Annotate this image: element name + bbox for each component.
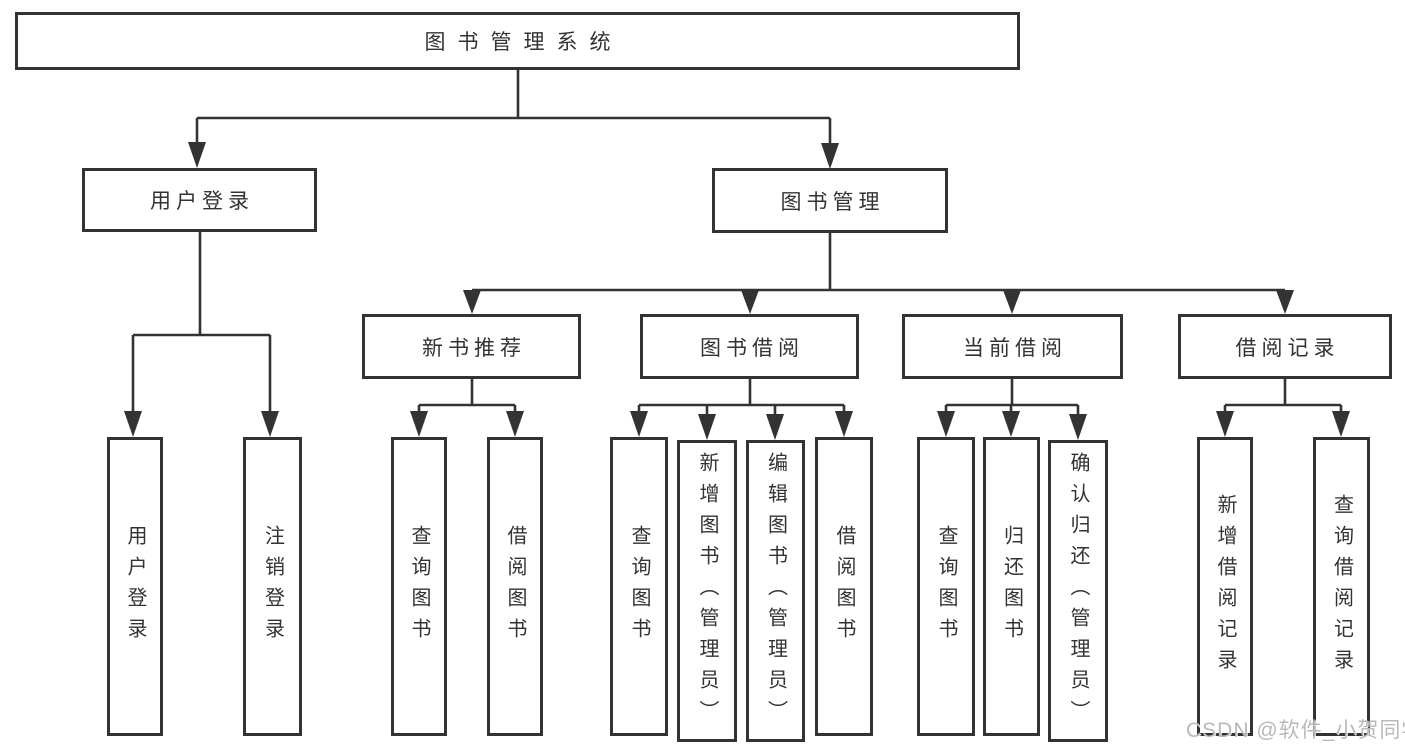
node-label: 图书借阅 bbox=[700, 336, 804, 360]
node-user-login: 用户登录 bbox=[82, 168, 317, 232]
leaf-node-add-book-admin: 新增图书︵管理员︶ bbox=[677, 440, 737, 742]
node-book-borrowing: 图书借阅 bbox=[640, 314, 859, 379]
node-current-borrowing: 当前借阅 bbox=[902, 314, 1123, 379]
leaf-node-borrow-books-1: 借阅图书 bbox=[487, 437, 543, 736]
node-label: 查询图书 bbox=[628, 524, 650, 649]
node-label: 查询借阅记录 bbox=[1330, 493, 1353, 680]
node-label: 图书管理系统 bbox=[424, 31, 623, 54]
node-borrowing-records: 借阅记录 bbox=[1178, 314, 1392, 379]
node-label: 图书管理 bbox=[780, 190, 885, 214]
node-new-book-recommend: 新书推荐 bbox=[362, 314, 581, 379]
node-label: 当前借阅 bbox=[963, 336, 1067, 360]
leaf-node-add-borrow-record: 新增借阅记录 bbox=[1197, 437, 1253, 736]
leaf-node-user-login: 用户登录 bbox=[107, 437, 163, 736]
node-label: 借阅记录 bbox=[1235, 336, 1340, 360]
node-label: 新书推荐 bbox=[422, 336, 526, 360]
leaf-node-edit-book-admin: 编辑图书︵管理员︶ bbox=[746, 440, 805, 742]
node-label: 确认归还︵管理员︶ bbox=[1067, 451, 1089, 731]
leaf-node-borrow-books-2: 借阅图书 bbox=[815, 437, 873, 736]
node-label: 借阅图书 bbox=[504, 524, 526, 649]
node-label: 借阅图书 bbox=[833, 524, 855, 649]
leaf-node-confirm-return-admin: 确认归还︵管理员︶ bbox=[1048, 440, 1108, 742]
leaf-node-query-books-3: 查询图书 bbox=[917, 437, 975, 736]
node-label: 查询图书 bbox=[935, 524, 957, 649]
node-label: 归还图书 bbox=[1000, 524, 1023, 649]
node-book-management: 图书管理 bbox=[712, 168, 948, 233]
node-library-management-system: 图书管理系统 bbox=[15, 12, 1020, 70]
leaf-node-query-books-1: 查询图书 bbox=[391, 437, 447, 736]
leaf-node-return-books: 归还图书 bbox=[983, 437, 1040, 736]
node-label: 注销登录 bbox=[261, 524, 284, 649]
node-label: 查询图书 bbox=[408, 524, 430, 649]
node-label: 用户登录 bbox=[124, 524, 146, 649]
csdn-watermark: CSDN @软件_小贺同学 bbox=[1186, 719, 1405, 742]
node-label: 编辑图书︵管理员︶ bbox=[764, 451, 787, 731]
leaf-node-query-borrow-record: 查询借阅记录 bbox=[1313, 437, 1370, 736]
node-label: 新增借阅记录 bbox=[1214, 493, 1236, 680]
node-label: 用户登录 bbox=[150, 190, 254, 213]
leaf-node-query-books-2: 查询图书 bbox=[610, 437, 668, 736]
node-label: 新增图书︵管理员︶ bbox=[696, 451, 718, 731]
leaf-node-logout: 注销登录 bbox=[243, 437, 302, 736]
